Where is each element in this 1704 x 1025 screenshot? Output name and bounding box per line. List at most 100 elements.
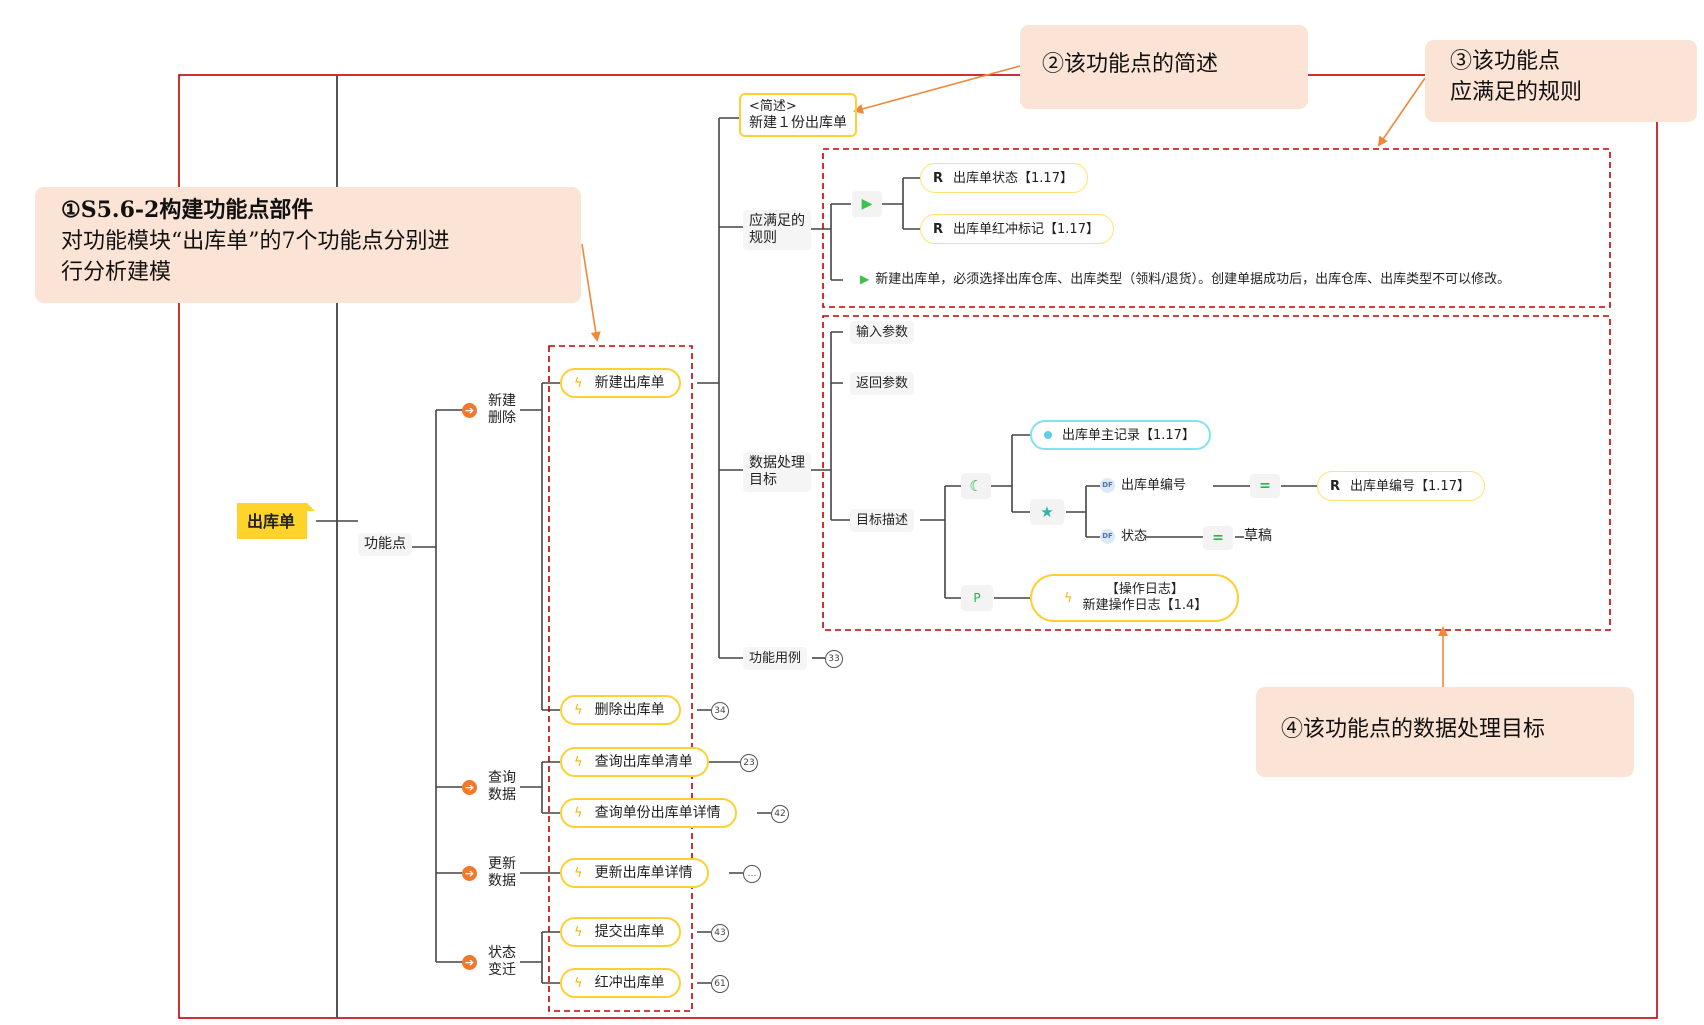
bolt-icon: ϟ [574, 754, 583, 770]
field-label: 出库单编号 [1121, 478, 1187, 493]
operation-log-label: 【操作日志】 新建操作日志【1.4】 [1082, 582, 1208, 613]
main-record-label: 出库单主记录【1.17】 [1062, 427, 1195, 443]
bolt-icon: ϟ [574, 375, 583, 391]
value-node[interactable]: 草稿 [1244, 528, 1272, 545]
group-label: 新建 删除 [488, 393, 516, 426]
bolt-icon: ϟ [574, 924, 583, 940]
rules-label[interactable]: 应满足的 规则 [743, 210, 811, 250]
rule-item-label: 出库单红冲标记【1.17】 [953, 221, 1099, 237]
equals-label: = [1259, 477, 1271, 494]
usecase-node[interactable]: 功能用例 [743, 647, 808, 670]
ref-pill[interactable]: R 出库单编号【1.17】 [1317, 471, 1485, 501]
data-target-dashed-box [822, 315, 1611, 631]
count-badge[interactable]: 61 [711, 975, 729, 993]
count-badge[interactable]: 34 [711, 702, 729, 720]
p-badge-label: P [973, 590, 981, 605]
callout-4-text: ④该功能点的数据处理目标 [1281, 717, 1546, 742]
r-badge-icon: R [933, 221, 944, 237]
group-label: 状态 变迁 [488, 945, 516, 978]
rule-text[interactable]: ▶ 新建出库单，必须选择出库仓库、出库类型（领料/退货）。创建单据成功后，出库仓… [860, 271, 1510, 288]
callout-1-title: ①S5.6-2构建功能点部件 [61, 197, 314, 223]
count-badge[interactable]: … [743, 865, 761, 883]
group-label: 查询 数据 [488, 770, 516, 803]
target-desc-node[interactable]: 目标描述 [850, 509, 915, 532]
arrow-right-icon: ➔ [462, 954, 477, 970]
operation-log-pill[interactable]: ϟ 【操作日志】 新建操作日志【1.4】 [1030, 574, 1240, 622]
rules-label-text: 应满足的 规则 [743, 210, 811, 250]
function-label: 更新出库单详情 [594, 864, 693, 881]
equals-node[interactable]: = [1250, 474, 1280, 498]
group-node[interactable]: ➔ 状态 变迁 [462, 945, 516, 979]
branch-node[interactable]: 功能点 [358, 533, 412, 556]
create-icon[interactable]: ☾ [961, 473, 991, 499]
summary-text: 新建１份出库单 [749, 115, 847, 131]
function-pill[interactable]: ϟ 删除出库单 [560, 695, 681, 725]
rule-text-label: 新建出库单，必须选择出库仓库、出库类型（领料/退货）。创建单据成功后，出库仓库、… [875, 272, 1511, 287]
bolt-icon: ϟ [574, 865, 583, 881]
r-badge-icon: R [1330, 478, 1341, 494]
callout-1-line1: 对功能模块“出库单”的7个功能点分别进 [61, 229, 450, 254]
function-pill[interactable]: ϟ 查询单份出库单详情 [560, 798, 737, 828]
output-params-label: 返回参数 [850, 372, 915, 395]
function-pill[interactable]: ϟ 提交出库单 [560, 917, 681, 947]
rule-item[interactable]: R 出库单红冲标记【1.17】 [920, 214, 1114, 244]
play-icon[interactable]: ▶ [852, 191, 882, 217]
equals-label: = [1212, 529, 1224, 546]
arrow-right-icon: ➔ [462, 779, 477, 795]
root-node[interactable]: 出库单 [237, 503, 316, 539]
group-node[interactable]: ➔ 新建 删除 [462, 393, 516, 427]
input-params-label: 输入参数 [850, 321, 915, 344]
bolt-icon: ϟ [1064, 590, 1073, 606]
function-label: 新建出库单 [594, 374, 665, 391]
function-label: 删除出库单 [594, 701, 665, 718]
usecase-label: 功能用例 [743, 647, 808, 670]
rule-item[interactable]: R 出库单状态【1.17】 [920, 163, 1088, 193]
callout-1: ①S5.6-2构建功能点部件 对功能模块“出库单”的7个功能点分别进 行分析建模 [35, 187, 581, 303]
play-icon: ▶ [860, 272, 870, 286]
rules-dashed-box [822, 148, 1611, 308]
root-flag [307, 503, 316, 511]
function-label: 查询单份出库单详情 [594, 804, 721, 821]
bolt-icon: ϟ [574, 975, 583, 991]
function-label: 红冲出库单 [594, 974, 665, 991]
group-node[interactable]: ➔ 查询 数据 [462, 770, 516, 804]
input-params-node[interactable]: 输入参数 [850, 321, 915, 344]
count-badge[interactable]: 42 [771, 805, 789, 823]
function-pill[interactable]: ϟ 查询出库单清单 [560, 747, 709, 777]
function-pill[interactable]: ϟ 红冲出库单 [560, 968, 681, 998]
main-record-pill[interactable]: 出库单主记录【1.17】 [1030, 420, 1211, 450]
branch-label: 功能点 [358, 533, 412, 556]
callout-3-line2: 应满足的规则 [1450, 80, 1583, 105]
data-target-label[interactable]: 数据处理 目标 [743, 452, 811, 492]
equals-node[interactable]: = [1203, 526, 1233, 550]
df-icon: DF [1100, 478, 1115, 493]
star-icon[interactable]: ★ [1030, 499, 1064, 525]
count-badge[interactable]: 23 [740, 754, 758, 772]
root-label: 出库单 [247, 511, 296, 531]
arrow-right-icon: ➔ [462, 865, 477, 881]
callout-3-line1: ③该功能点 [1450, 49, 1561, 74]
bolt-icon: ϟ [574, 702, 583, 718]
summary-tag: <简述> [749, 99, 797, 114]
summary-node[interactable]: <简述> 新建１份出库单 [739, 93, 857, 137]
dot-icon [1044, 431, 1052, 439]
function-pill[interactable]: ϟ 更新出库单详情 [560, 858, 709, 888]
p-badge[interactable]: P [961, 585, 993, 611]
group-node[interactable]: ➔ 更新 数据 [462, 856, 516, 890]
value-label: 草稿 [1244, 528, 1272, 544]
function-pill[interactable]: ϟ 新建出库单 [560, 368, 681, 398]
outer-frame [178, 74, 1658, 1019]
ref-label: 出库单编号【1.17】 [1350, 478, 1470, 494]
functions-dashed-box [548, 345, 693, 1012]
count-badge[interactable]: 33 [825, 650, 843, 668]
bolt-icon: ϟ [574, 805, 583, 821]
function-label: 提交出库单 [594, 923, 665, 940]
arrow-right-icon: ➔ [462, 402, 477, 418]
callout-1-line2: 行分析建模 [61, 260, 172, 285]
output-params-node[interactable]: 返回参数 [850, 372, 915, 395]
callout-2-text: ②该功能点的简述 [1042, 52, 1219, 77]
r-badge-icon: R [933, 170, 944, 186]
field-node[interactable]: DF 状态 [1100, 528, 1147, 545]
field-node[interactable]: DF 出库单编号 [1100, 477, 1186, 494]
count-badge[interactable]: 43 [711, 924, 729, 942]
